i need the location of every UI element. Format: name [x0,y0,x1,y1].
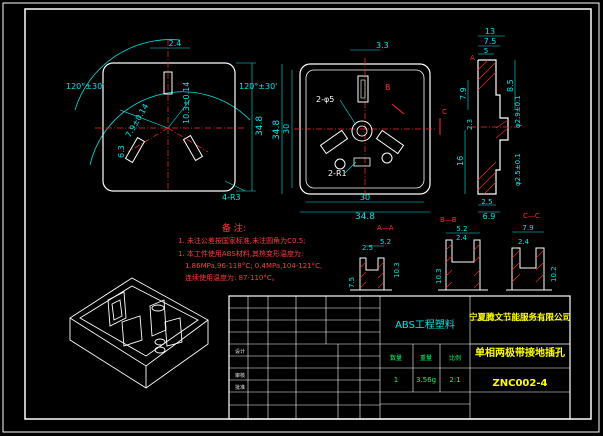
notes-line-4: 连续使用温度为: 87-110°C。 [185,273,279,282]
section-b-label: B—B [440,216,457,224]
slot-top [163,71,173,95]
dim-middle-bottom-inner: 30 [360,193,370,202]
dim-slot-left: 7.9±0.14 [124,102,150,139]
notes-line-2: 1. 本工件使用ABS材料,其热变形温度为: [178,249,303,258]
section-marker-b: B [385,83,391,92]
dim-side-width-d: 2.3 [466,119,474,130]
section-b-dim-1: 5.2 [456,225,467,233]
middle-hub [351,120,373,142]
slot-right [182,134,204,162]
section-a-dim-4: 10.3 [393,262,401,278]
dim-angle-left: 120°±30' [66,82,104,91]
slot-left [124,136,146,164]
dim-side-bottom-1: 2.5 [481,198,492,206]
dim-side-diameter-2: φ2.5±0.1 [514,153,522,186]
dim-slot-mid-left: 6.3 [117,145,126,158]
dim-slot-top-width: 2.4 [169,39,182,48]
side-profile [477,59,509,195]
section-a-dim-2: 2.5 [362,244,373,252]
section-c-dim-1: 7.9 [522,224,533,232]
label-review: 审核 [235,372,245,379]
dim-middle-top: 3.3 [376,41,389,50]
isometric-view [69,277,209,389]
section-a-label: A—A [377,224,394,232]
section-b-dim-3: 10.3 [435,268,443,284]
section-a-dim-1: 5.2 [380,238,391,246]
dim-side-top: 13 [485,27,495,36]
dim-middle-inner-height: 30 [282,124,291,134]
label-radius: 2-R1 [328,169,347,178]
value-weight: 3.56g [416,376,436,384]
section-c-c: C—C 7.9 2.4 10.2 [506,212,558,291]
middle-pin-top-inner [360,79,366,99]
section-a-a: A—A 5.2 2.5 7.5 10.3 [348,224,401,291]
header-weight: 重量 [420,354,432,362]
label-design: 设计 [235,348,245,355]
label-holes: 2-φ5 [316,95,334,104]
section-b-dim-2: 2.4 [456,234,468,242]
dim-angle-right: 120°±30' [239,82,277,91]
angle-arc-inner [74,39,181,111]
dim-side-diameter-1: φ2.9±0.1 [514,95,522,128]
title-drawing-code: ZNC002-4 [493,378,548,389]
dim-side-height-b: 8.5 [506,79,515,92]
title-block: ABS工程塑料 宁夏腾文节能服务有限公司 单相两极带接地插孔 ZNC002-4 … [228,295,571,420]
section-a-dim-3: 7.5 [348,277,356,288]
dim-side-second: 7.5 [484,37,497,46]
dim-height-right: 34.8 [255,116,265,136]
notes-title: 备 注: [222,222,246,234]
dim-corner-radius: 4-R3 [222,193,241,202]
dim-slot-right: 10.3±0.14 [182,82,191,124]
value-qty: 1 [394,376,398,384]
notes-line-3: 1.86MPa,96-118°C; 0.4MPa,104-121°C, [185,262,322,270]
title-material: ABS工程塑料 [395,318,455,331]
front-view: 2.4 120°±30' 120°±30' 7.9±0.14 10.3±0.14… [66,39,277,202]
header-scale: 比例 [449,354,461,362]
dim-middle-bottom-outer: 34.8 [355,212,375,222]
section-c-label: C—C [523,212,540,220]
dim-side-height-a: 7.9 [459,87,468,100]
title-company: 宁夏腾文节能服务有限公司 [469,312,571,323]
middle-hole-left [334,158,346,170]
notes-line-1: 1. 未注公差按国家标准,未注圆角为C0.5; [178,236,306,245]
middle-pin-top [357,75,369,103]
section-b-b: B—B 5.2 2.4 10.3 [435,216,488,291]
angle-arc [89,91,251,166]
label-approve: 批准 [235,384,245,391]
notes: 备 注: 1. 未注公差按国家标准,未注圆角为C0.5; 1. 本工件使用ABS… [178,222,322,282]
dim-side-bottom-2: 6.9 [483,212,496,221]
dim-side-height-c: 16 [456,156,465,166]
section-marker-a: A [470,54,475,62]
side-view: 13 7.5 5 7.9 8.5 16 2.3 φ2.9±0.1 φ2.5±0.… [456,27,522,221]
header-qty: 数量 [390,354,402,362]
dim-middle-left-height: 34.8 [272,120,282,140]
section-marker-c: C [442,108,447,116]
title-part-name: 单相两极带接地插孔 [475,346,565,359]
value-scale: 2:1 [449,376,460,384]
section-c-dim-3: 10.2 [550,266,558,282]
section-c-dim-2: 2.4 [518,238,530,246]
front-body [102,62,236,192]
middle-hole-right [381,152,393,164]
middle-view: 3.3 34.8 30 30 34.8 2-φ5 2-R1 B C [272,41,447,222]
dim-side-third: 5 [484,47,488,55]
